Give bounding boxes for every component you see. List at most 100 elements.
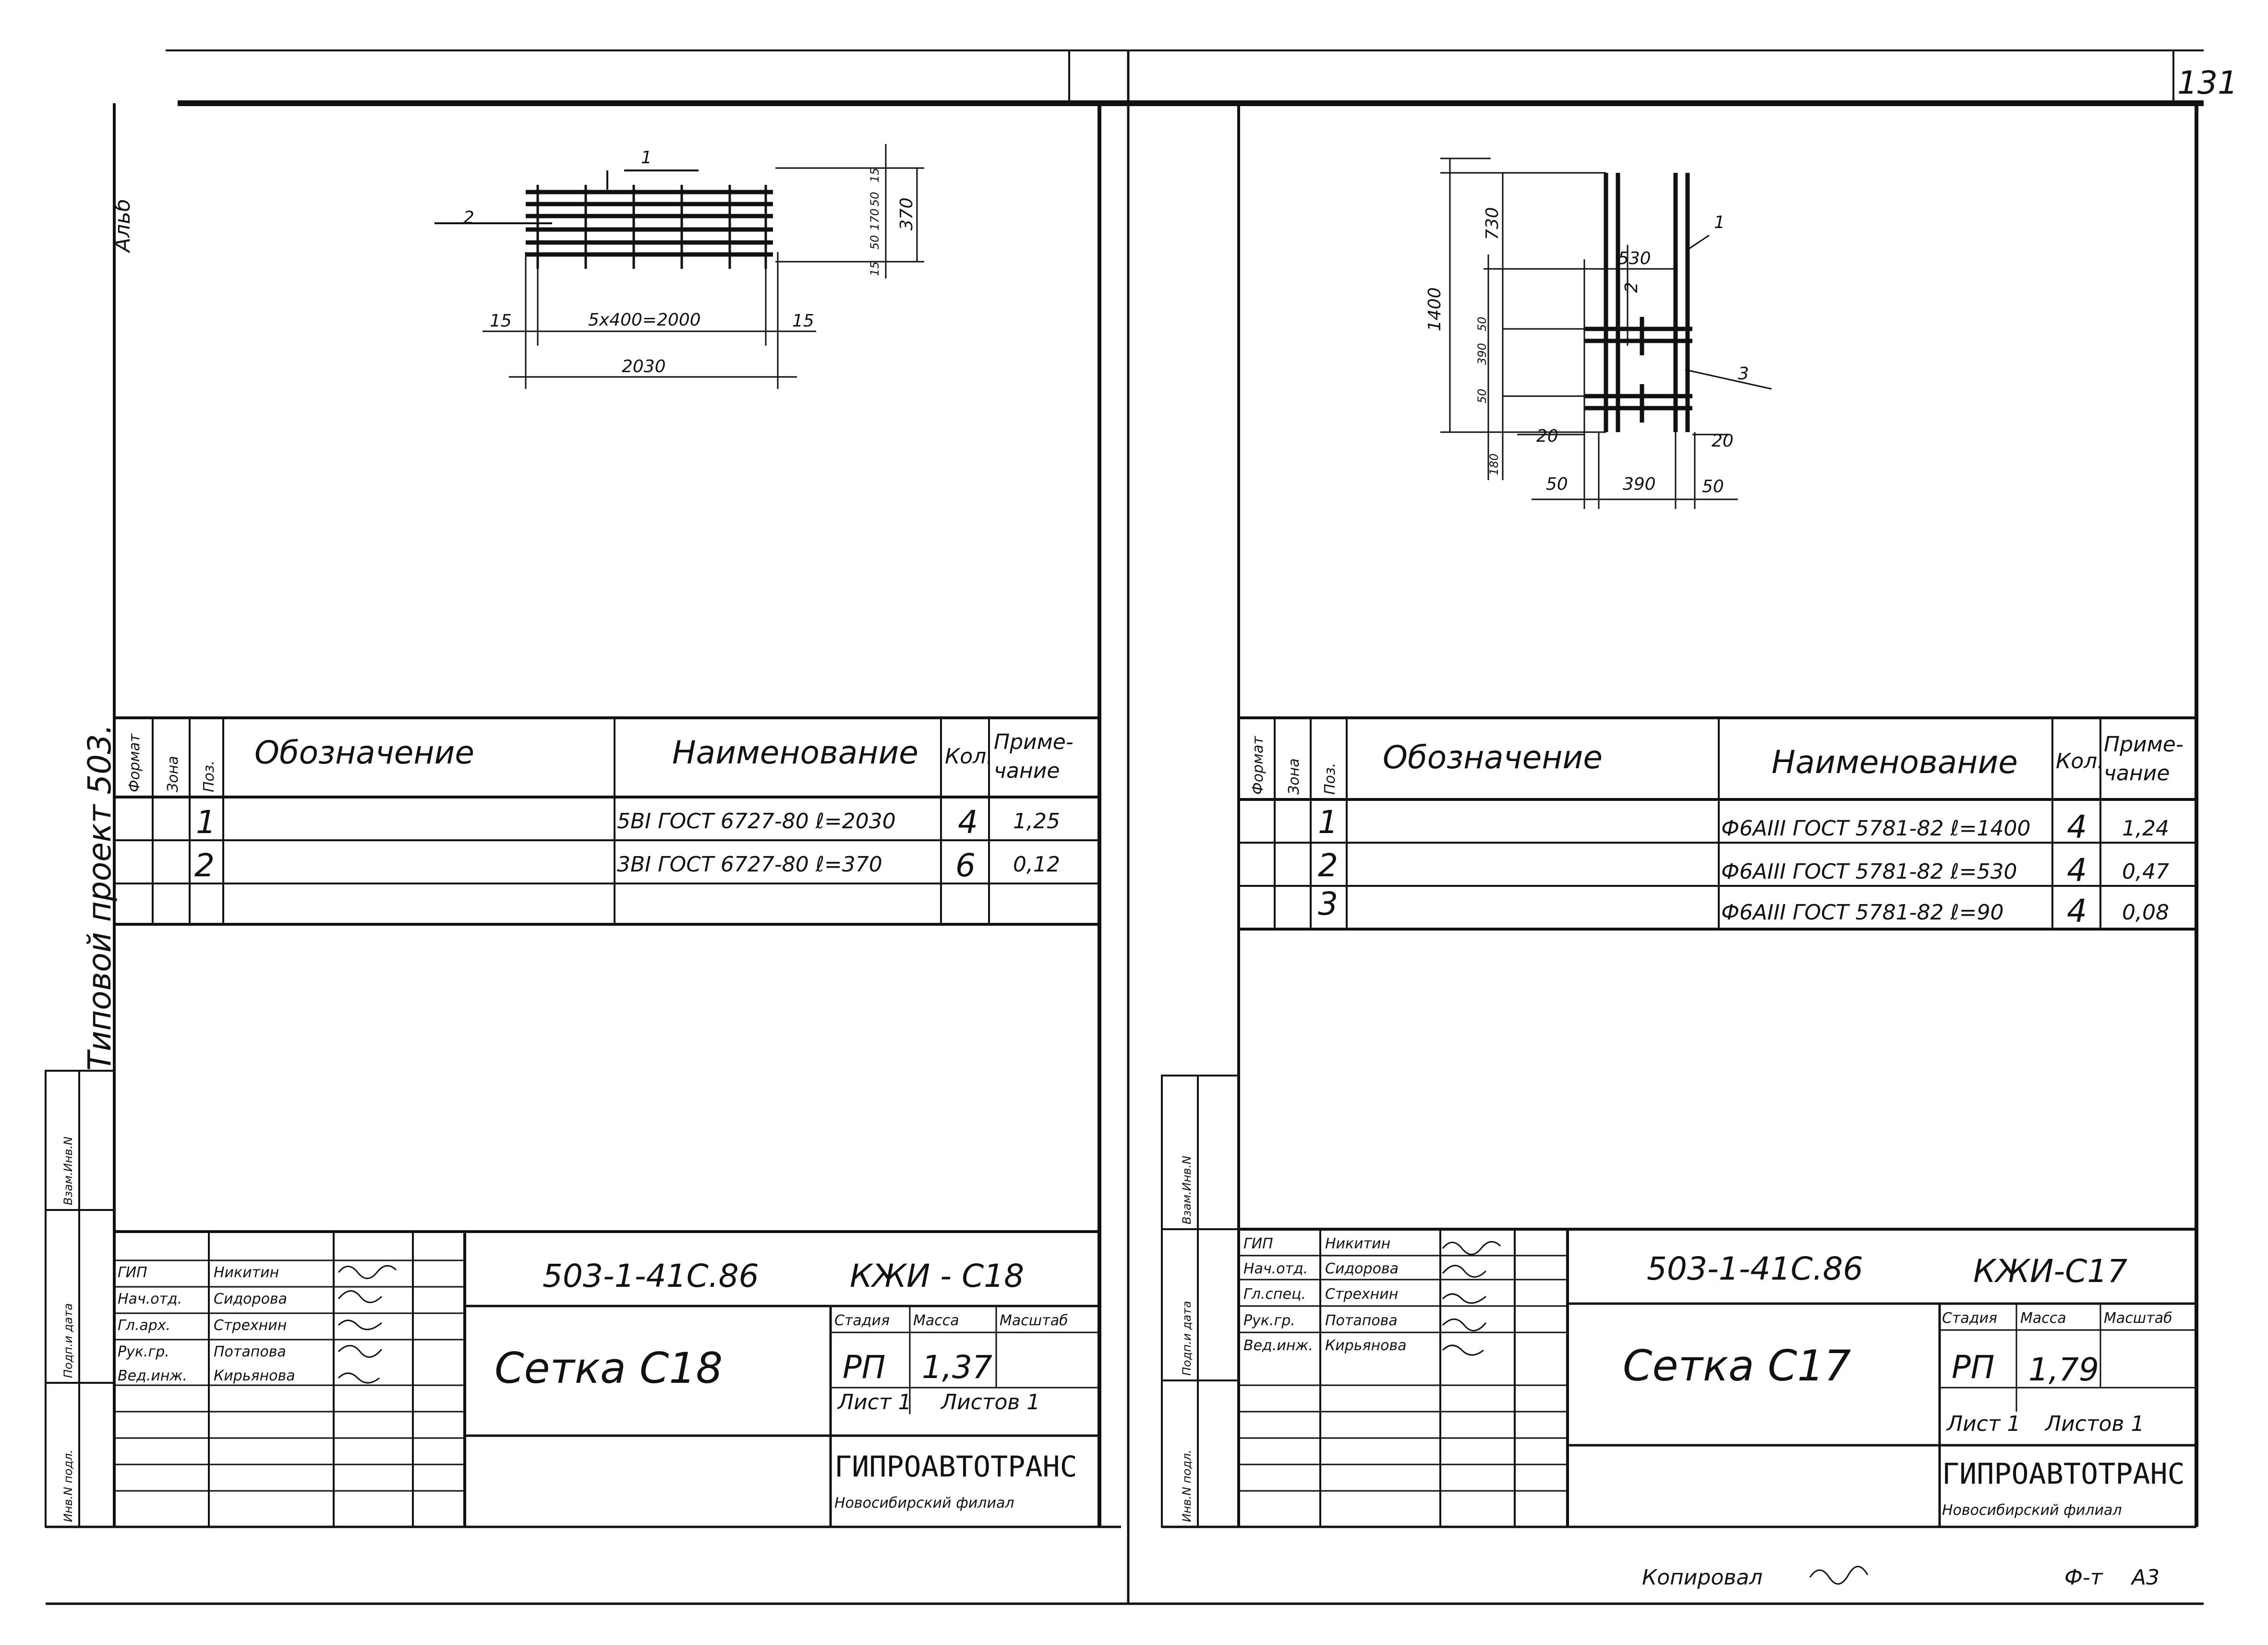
hdr-designation-right: Обозначение (1383, 739, 1603, 776)
branch: Новосибирский филиал (834, 1495, 1014, 1512)
staff-1: Сидорова (214, 1291, 287, 1307)
row2-note-right: 0,47 (2122, 859, 2169, 884)
row3-pos-right: 3 (1318, 885, 1338, 922)
sheet-no-right: Лист 1 (1946, 1412, 2020, 1436)
hdr-name-right: Наименование (1772, 744, 2018, 781)
staff-0-right: Никитин (1325, 1235, 1390, 1252)
dim-15-right: 15 (792, 311, 814, 331)
signatures-right (1442, 1241, 1501, 1356)
dim-50-right: 50 (1702, 477, 1724, 496)
staff-4-right: Кирьянова (1325, 1337, 1407, 1354)
cage-c17: 1 2 3 1400 730 530 50 390 50 180 20 20 5… (1425, 157, 1772, 509)
mass: 1,37 (922, 1349, 992, 1386)
dim-50-left: 50 (1546, 474, 1568, 494)
doc-code-right: 503-1-41С.86 (1647, 1250, 1863, 1287)
col-stage-right: Стадия (1942, 1310, 1997, 1327)
row2-name: 3ВI ГОСТ 6727-80 ℓ=370 (617, 852, 882, 877)
row3-note-right: 0,08 (2122, 900, 2169, 925)
row1-note: 1,25 (1013, 809, 1060, 834)
stamp-replace: Взам.Инв.N (61, 1137, 75, 1205)
sheet-right: Инв.N подл. Подп.и дата Взам.Инв.N (1161, 103, 2198, 1590)
role-1-right: Нач.отд. (1243, 1260, 1308, 1277)
org: ГИПРОАВТОТРАНС (834, 1450, 1077, 1484)
title-block-left: ГИП Нач.отд. Гл.арх. Рук.гр. Вед.инж. Ни… (114, 1230, 1099, 1527)
row3-qty-right: 4 (2067, 893, 2087, 930)
stamp-sign: Подп.и дата (61, 1303, 75, 1378)
dim-v-730: 730 (1483, 207, 1502, 240)
row2-pos-right: 2 (1318, 847, 1338, 884)
staff-3: Потапова (214, 1343, 286, 1360)
callout-1-right: 1 (1714, 213, 1725, 232)
hdr-note-1: Приме- (994, 730, 1074, 754)
dim-v-50-bottom: 50 (1475, 388, 1489, 403)
sheets-total-right: Листов 1 (2044, 1412, 2144, 1436)
staff-2-right: Стрехнин (1325, 1286, 1398, 1303)
hdr-zone-right: Зона (1286, 758, 1303, 795)
hdr-pos: Поз. (201, 761, 217, 792)
outer-frame (46, 49, 2204, 1605)
project-label: Типовой проект 503. (81, 724, 118, 1071)
format-label: Ф-т (2064, 1565, 2103, 1590)
dim-v-170: 170 (868, 208, 881, 230)
doc-mark-right: КЖИ-С17 (1973, 1253, 2127, 1290)
staff-1-right: Сидорова (1325, 1260, 1399, 1277)
title-block-right: ГИП Нач.отд. Гл.спец. Рук.гр. Вед.инж. Н… (1239, 1228, 2196, 1527)
dim-v-50-bottom: 50 (868, 235, 881, 250)
staff-3-right: Потапова (1325, 1312, 1398, 1329)
role-2: Гл.арх. (118, 1317, 170, 1334)
role-3: Рук.гр. (118, 1343, 169, 1360)
hdr-zone: Зона (165, 756, 181, 792)
col-mass: Масса (913, 1312, 959, 1329)
stamp-sign-right: Подп.и дата (1180, 1301, 1194, 1376)
mesh-c18: 1 2 15 5x400=2000 15 2030 15 50 170 50 1… (434, 144, 924, 389)
title-right: Сетка С17 (1623, 1341, 1851, 1391)
hdr-format: Формат (126, 733, 143, 792)
row2-qty-right: 4 (2067, 852, 2087, 889)
role-4: Вед.инж. (118, 1367, 187, 1384)
hdr-pos-right: Поз. (1322, 763, 1339, 795)
branch-right: Новосибирский филиал (1942, 1502, 2122, 1519)
role-3-right: Рук.гр. (1243, 1312, 1295, 1329)
row1-qty: 4 (958, 804, 978, 841)
dim-390: 390 (1623, 474, 1656, 494)
dim-v-50-top: 50 (868, 192, 881, 206)
dim-v-1400: 1400 (1425, 287, 1445, 331)
dim-span: 5x400=2000 (588, 310, 701, 330)
row2-qty: 6 (955, 847, 976, 884)
dim-total: 2030 (622, 357, 666, 376)
staff-2: Стрехнин (214, 1317, 287, 1334)
dim-20-right: 20 (1712, 431, 1734, 451)
sheet-left: Инв.N подл. Подп.и дата Взам.Инв.N (45, 103, 1101, 1528)
spec-table-right: Формат Зона Поз. Обозначение Наименовани… (1237, 716, 2198, 931)
dim-v-15-bottom: 15 (868, 261, 881, 276)
copied-label: Копировал (1642, 1565, 1762, 1590)
staff-4: Кирьянова (214, 1367, 295, 1384)
row2-note: 0,12 (1013, 852, 1060, 877)
callout-3-right: 3 (1738, 364, 1749, 384)
stamp-replace-right: Взам.Инв.N (1180, 1156, 1194, 1224)
dim-v-50-top: 50 (1475, 316, 1489, 331)
hdr-name: Наименование (672, 734, 918, 771)
role-2-right: Гл.спец. (1243, 1286, 1306, 1303)
stamp-inv: Инв.N подл. (61, 1450, 75, 1522)
dim-20-left: 20 (1536, 426, 1558, 446)
col-mass-right: Масса (2020, 1310, 2066, 1327)
org-right: ГИПРОАВТОТРАНС (1942, 1457, 2185, 1491)
role-0-right: ГИП (1243, 1235, 1273, 1252)
col-scale-right: Масштаб (2104, 1310, 2172, 1327)
sheet-number: 131 (2177, 64, 2238, 101)
callout-1: 1 (641, 148, 652, 168)
role-4-right: Вед.инж. (1243, 1337, 1313, 1354)
staff-0: Никитин (214, 1264, 279, 1281)
signatures (338, 1265, 397, 1384)
col-scale: Масштаб (1000, 1312, 1068, 1329)
sheets-total: Листов 1 (940, 1390, 1040, 1415)
hdr-note-1-right: Приме- (2104, 732, 2184, 757)
stage-right: РП (1952, 1349, 1994, 1386)
row2-pos: 2 (194, 847, 215, 884)
dim-v-180: 180 (1487, 453, 1501, 475)
spec-table-left: Формат Зона Поз. Обозначение Наименовани… (113, 716, 1101, 926)
row1-note-right: 1,24 (2122, 816, 2169, 841)
